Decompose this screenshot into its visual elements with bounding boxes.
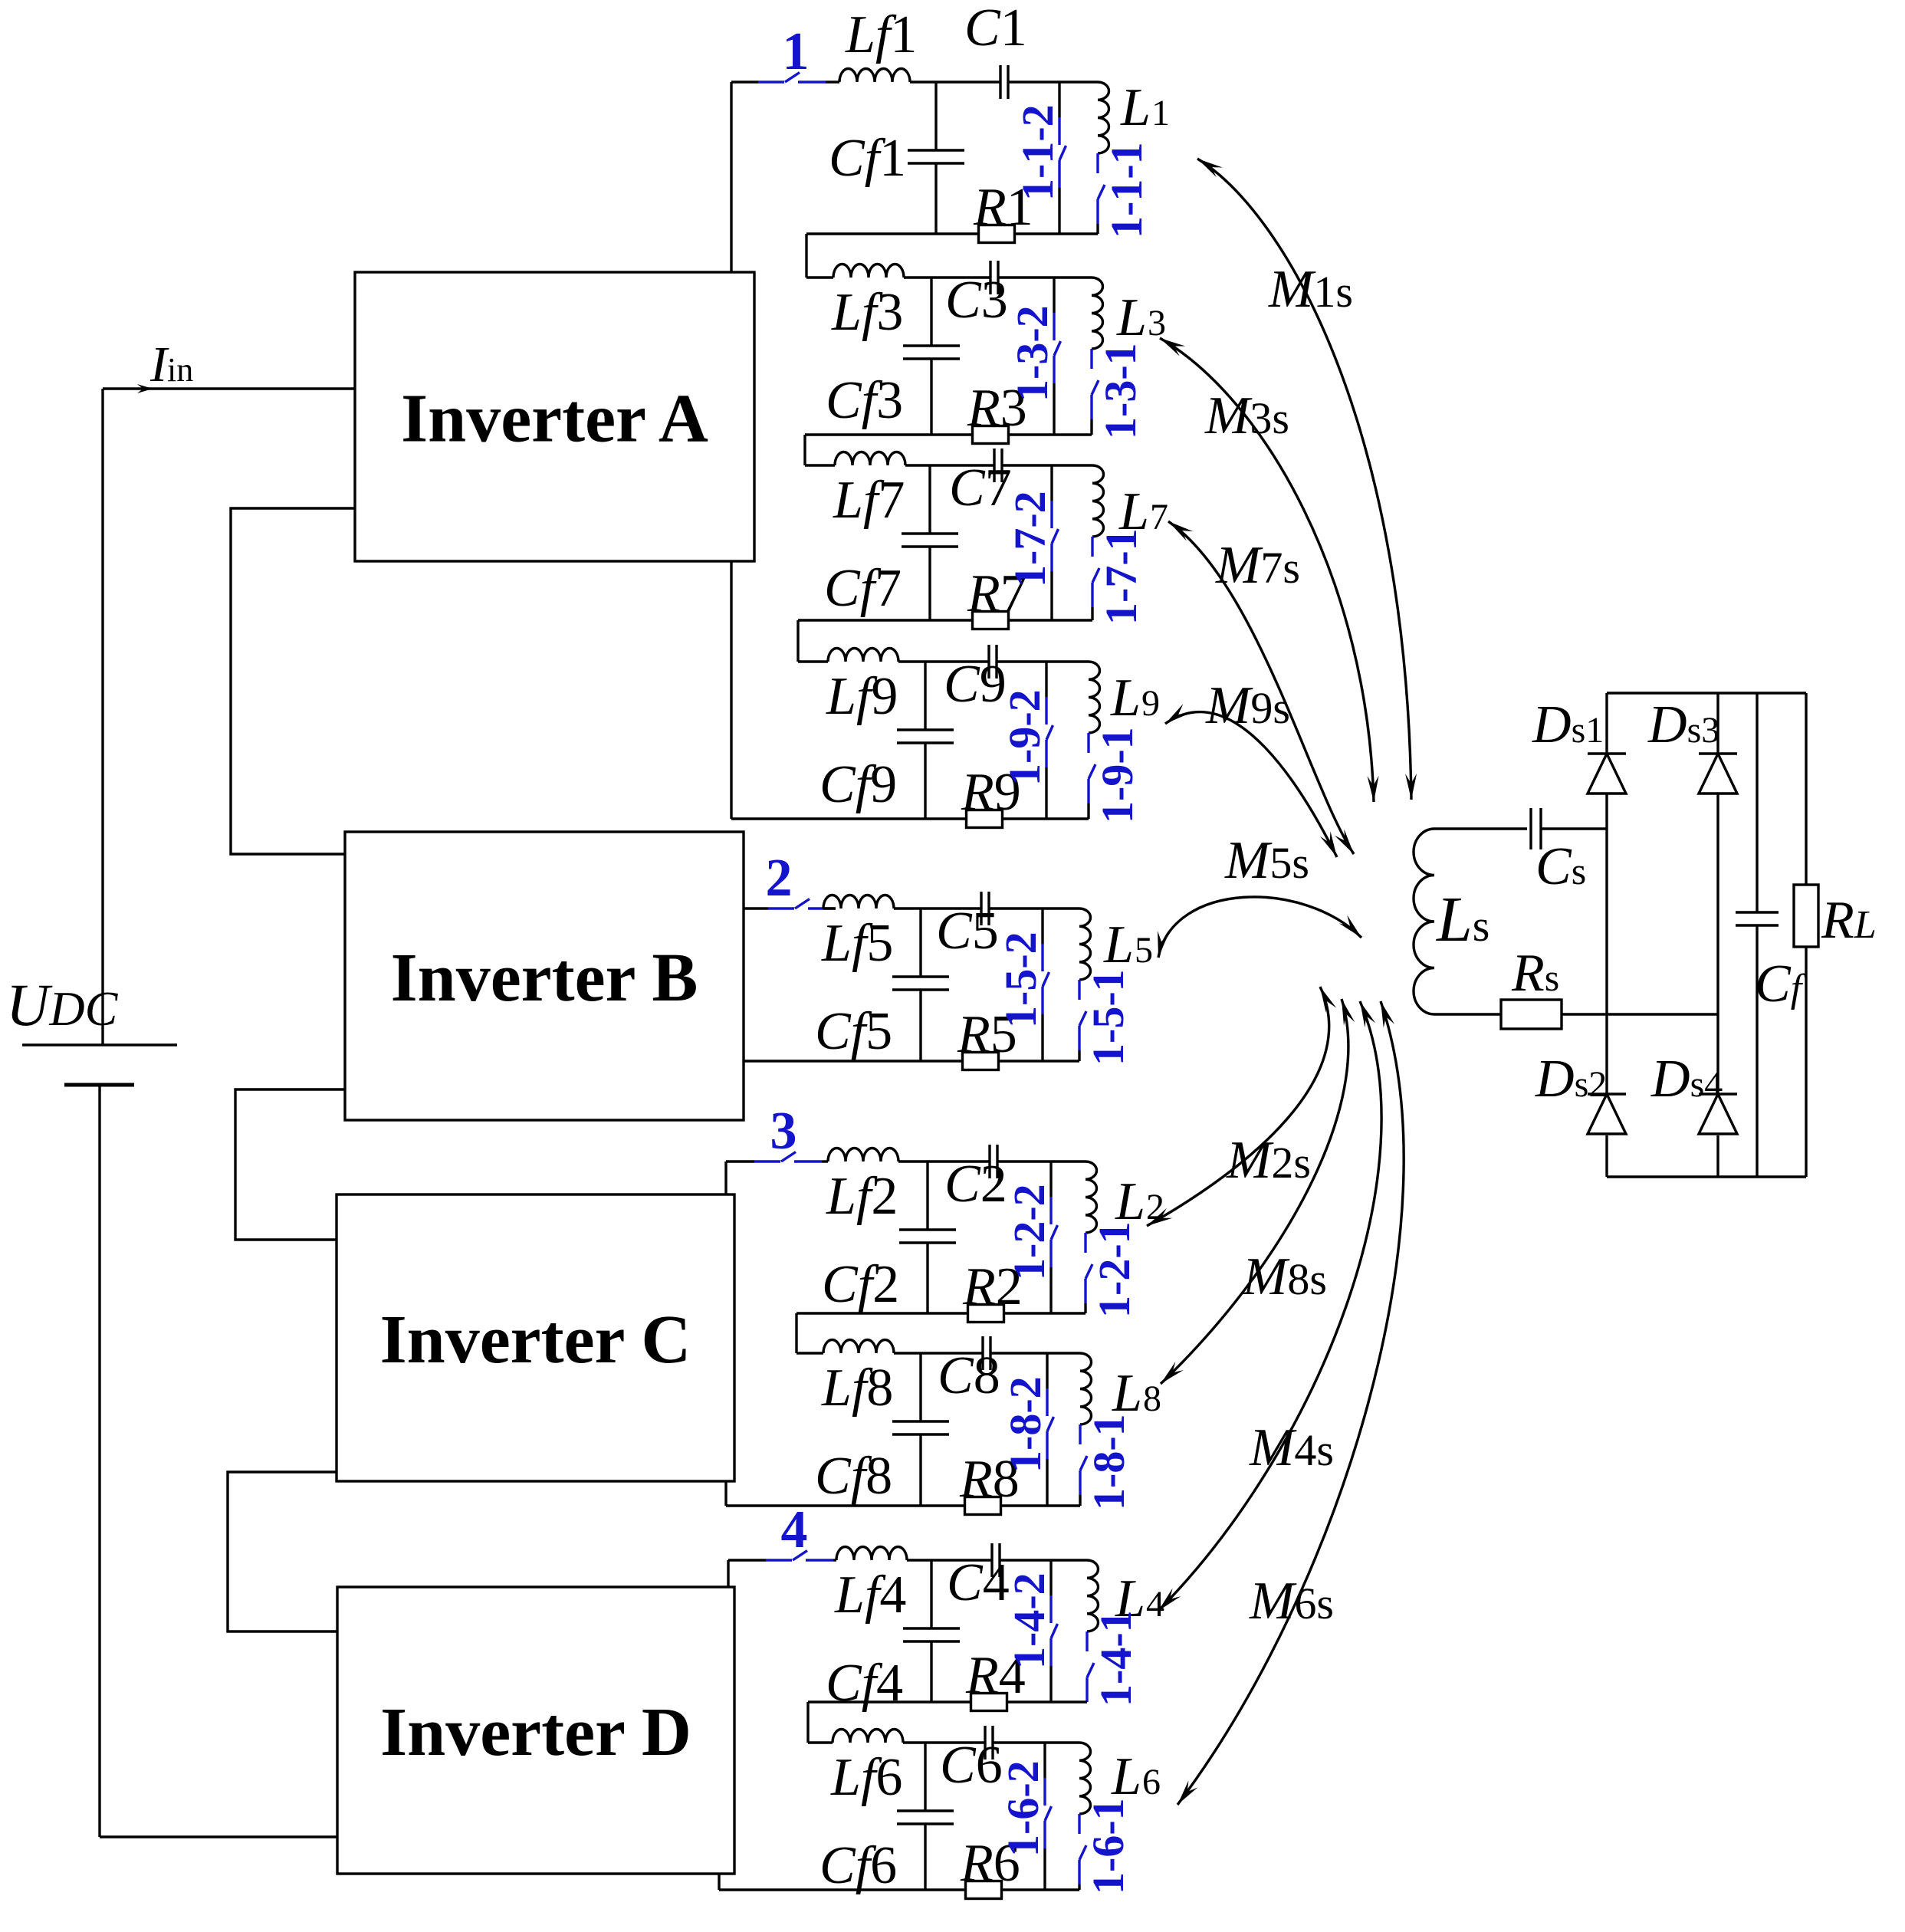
svg-text:4: 4 <box>781 1500 808 1559</box>
svg-text:C6: C6 <box>940 1736 1003 1795</box>
svg-text:L: L <box>1118 482 1149 541</box>
svg-text:R9: R9 <box>961 763 1021 822</box>
svg-text:M3s: M3s <box>1204 386 1289 445</box>
svg-text:Cf9: Cf9 <box>819 755 897 814</box>
svg-text:R8: R8 <box>959 1450 1020 1509</box>
svg-text:L: L <box>1103 915 1134 974</box>
svg-text:M6s: M6s <box>1249 1572 1334 1631</box>
svg-text:R3: R3 <box>967 379 1027 438</box>
svg-text:1-2-1: 1-2-1 <box>1089 1221 1139 1318</box>
svg-text:L: L <box>1111 1747 1141 1806</box>
svg-text:Lf8: Lf8 <box>821 1359 893 1418</box>
svg-text:L: L <box>1115 1569 1145 1628</box>
svg-text:C1: C1 <box>964 0 1027 58</box>
svg-text:Cf2: Cf2 <box>822 1255 899 1314</box>
svg-text:L: L <box>1112 1364 1142 1423</box>
svg-text:6: 6 <box>1142 1762 1161 1802</box>
svg-text:Lf2: Lf2 <box>826 1167 898 1226</box>
svg-text:1-3-2: 1-3-2 <box>1007 305 1057 402</box>
svg-text:C9: C9 <box>944 655 1007 714</box>
svg-text:1-3-1: 1-3-1 <box>1095 343 1145 439</box>
svg-text:1-5-2: 1-5-2 <box>996 932 1046 1028</box>
svg-text:R1: R1 <box>973 178 1033 237</box>
svg-text:Iin: Iin <box>149 337 193 393</box>
svg-text:RL: RL <box>1821 891 1877 950</box>
svg-text:R5: R5 <box>957 1005 1017 1064</box>
svg-text:1-1-2: 1-1-2 <box>1013 104 1063 201</box>
svg-text:Lf6: Lf6 <box>830 1748 902 1807</box>
svg-text:5: 5 <box>1135 930 1153 971</box>
svg-text:R4: R4 <box>965 1646 1026 1705</box>
svg-text:3: 3 <box>770 1102 797 1161</box>
svg-text:M7s: M7s <box>1215 536 1300 595</box>
svg-text:1-6-2: 1-6-2 <box>998 1760 1048 1857</box>
svg-text:Ds4: Ds4 <box>1650 1050 1723 1109</box>
svg-text:M1s: M1s <box>1268 260 1353 319</box>
svg-text:1-1-1: 1-1-1 <box>1102 142 1151 238</box>
svg-text:1-7-2: 1-7-2 <box>1005 491 1055 587</box>
svg-text:Rs: Rs <box>1511 944 1559 1003</box>
svg-text:Cf1: Cf1 <box>829 129 906 188</box>
svg-text:1-9-1: 1-9-1 <box>1092 727 1142 823</box>
svg-text:2: 2 <box>766 849 793 908</box>
svg-text:Cf5: Cf5 <box>815 1002 892 1061</box>
svg-text:Inverter B: Inverter B <box>391 940 698 1016</box>
svg-text:Ds2: Ds2 <box>1535 1050 1607 1109</box>
svg-text:4: 4 <box>1146 1584 1164 1625</box>
svg-text:1-7-1: 1-7-1 <box>1096 528 1146 625</box>
svg-text:C4: C4 <box>947 1553 1010 1612</box>
svg-text:Cf3: Cf3 <box>826 371 903 430</box>
svg-text:Ds1: Ds1 <box>1532 695 1604 754</box>
svg-text:1-5-1: 1-5-1 <box>1083 969 1133 1066</box>
svg-text:Inverter A: Inverter A <box>401 381 708 457</box>
svg-text:M4s: M4s <box>1249 1418 1334 1477</box>
svg-text:7: 7 <box>1150 497 1168 537</box>
svg-text:Ls: Ls <box>1436 884 1490 955</box>
svg-text:1-4-1: 1-4-1 <box>1091 1610 1141 1707</box>
svg-text:Lf5: Lf5 <box>821 914 893 973</box>
svg-text:9: 9 <box>1141 683 1160 724</box>
svg-text:Lf4: Lf4 <box>834 1566 906 1625</box>
svg-text:1-9-2: 1-9-2 <box>1000 689 1049 786</box>
svg-text:C2: C2 <box>944 1155 1007 1214</box>
svg-text:Inverter D: Inverter D <box>380 1694 691 1770</box>
svg-text:Cf8: Cf8 <box>815 1447 892 1506</box>
svg-text:M8s: M8s <box>1242 1247 1327 1306</box>
svg-text:C3: C3 <box>945 271 1008 330</box>
svg-text:L: L <box>1110 669 1141 728</box>
svg-text:1: 1 <box>1151 93 1170 133</box>
svg-text:1: 1 <box>783 22 810 81</box>
svg-text:C7: C7 <box>949 458 1012 518</box>
svg-text:Cf7: Cf7 <box>824 559 902 618</box>
svg-text:Lf9: Lf9 <box>826 667 898 726</box>
svg-text:3: 3 <box>1148 303 1166 343</box>
svg-text:1-2-2: 1-2-2 <box>1004 1184 1054 1280</box>
svg-text:L: L <box>1115 1172 1145 1231</box>
svg-text:C5: C5 <box>936 902 999 961</box>
svg-text:Inverter C: Inverter C <box>380 1302 691 1378</box>
svg-text:R2: R2 <box>962 1257 1023 1316</box>
svg-text:L: L <box>1120 78 1151 137</box>
svg-text:M9s: M9s <box>1205 676 1290 735</box>
svg-text:L: L <box>1116 288 1147 347</box>
svg-text:R7: R7 <box>967 564 1027 623</box>
svg-text:UDC: UDC <box>6 971 119 1038</box>
svg-text:M5s: M5s <box>1224 831 1309 890</box>
svg-text:Lf1: Lf1 <box>845 5 917 64</box>
svg-text:1-6-1: 1-6-1 <box>1083 1798 1133 1894</box>
svg-text:C8: C8 <box>938 1346 1000 1405</box>
svg-text:M2s: M2s <box>1226 1131 1311 1190</box>
svg-text:1-8-1: 1-8-1 <box>1084 1414 1134 1510</box>
svg-text:Lf3: Lf3 <box>831 283 903 342</box>
svg-text:Cf6: Cf6 <box>819 1836 897 1895</box>
svg-text:Lf7: Lf7 <box>833 471 905 530</box>
svg-text:1-4-2: 1-4-2 <box>1004 1572 1054 1669</box>
svg-text:Ds3: Ds3 <box>1647 695 1719 754</box>
svg-text:1-8-2: 1-8-2 <box>1000 1376 1050 1473</box>
svg-text:Cs: Cs <box>1535 837 1586 896</box>
svg-text:R6: R6 <box>960 1834 1020 1893</box>
svg-text:Cf4: Cf4 <box>826 1654 903 1713</box>
svg-text:8: 8 <box>1143 1378 1161 1419</box>
